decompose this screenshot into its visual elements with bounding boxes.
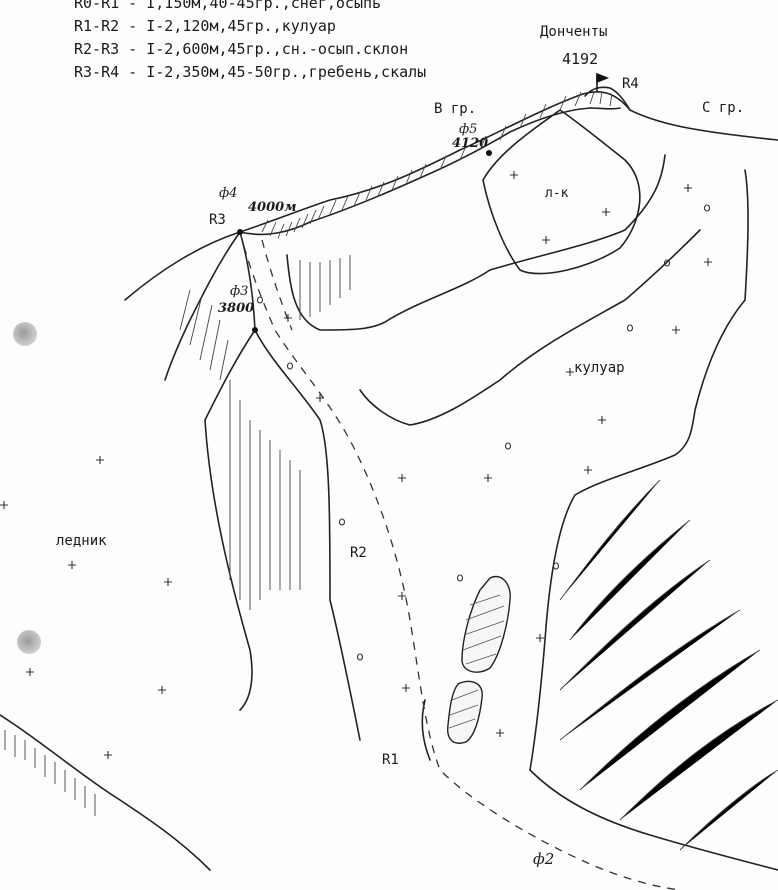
route-legend: R0-R1 - I,150м,40-45гр.,снег,осыпь R1-R2… (74, 0, 426, 84)
summit-bump (584, 86, 631, 111)
point-r2-label: R2 (350, 545, 367, 561)
summit-name: Донченты (540, 24, 608, 40)
summit-point-r4: R4 (622, 76, 639, 92)
rock-lower (447, 680, 483, 744)
point-r3-marker (237, 229, 243, 235)
height-3800: 3800 (218, 301, 255, 316)
photo-point-f5: ф5 (459, 122, 478, 137)
rock-upper (461, 575, 511, 673)
photo-point-f4: ф4 (219, 186, 238, 201)
legend-line-r1-r2: R1-R2 - I-2,120м,45гр.,кулуар (74, 17, 336, 35)
ice-snow-outline (482, 109, 641, 275)
summit-height: 4192 (562, 50, 599, 68)
summit-flag-icon (596, 72, 610, 92)
point-3800-marker (252, 327, 258, 333)
legend-line-r0-r1: R0-R1 - I,150м,40-45гр.,снег,осыпь (74, 0, 382, 12)
terrain-symbols (0, 171, 712, 759)
punch-hole-upper (13, 322, 37, 346)
route-dashed-line (239, 231, 681, 890)
east-ridge-label: В гр. (434, 101, 477, 117)
couloir-rocks (447, 575, 511, 744)
glacier-label: ледник (56, 533, 107, 549)
point-markers (237, 150, 492, 333)
glacier-edge (0, 714, 211, 871)
bottom-right-ridge (529, 769, 778, 871)
ice-snow-label: л-к (545, 186, 569, 201)
height-4000: 4000м (248, 200, 297, 215)
left-spur (164, 231, 241, 381)
punch-hole-lower (17, 630, 41, 654)
point-r1-label: R1 (382, 752, 399, 768)
legend-line-r2-r3: R2-R3 - I-2,600м,45гр.,сн.-осып.склон (74, 40, 409, 58)
couloir-lower-line (359, 229, 701, 426)
couloir-right-wall (421, 699, 431, 761)
point-4120-marker (486, 150, 492, 156)
ridge-hatching (4, 91, 778, 851)
couloir-label: кулуар (574, 360, 625, 376)
rock-hatching (448, 594, 505, 729)
north-ridge-label: С гр. (702, 100, 745, 116)
ridge-lower-edge (239, 107, 621, 236)
rock-buttress-left (204, 329, 256, 421)
photo-point-f2: ф2 (533, 850, 555, 868)
couloir-inner (286, 154, 666, 331)
photo-point-f3: ф3 (230, 284, 249, 299)
spur-to-3800 (239, 231, 256, 331)
height-4120: 4120 (452, 136, 489, 151)
couloir-left-wall (329, 599, 361, 741)
legend-line-r3-r4: R3-R4 - I-2,350м,45-50гр.,гребень,скалы (74, 63, 427, 81)
rock-buttress-right (254, 329, 331, 601)
point-r3-label: R3 (209, 212, 226, 228)
right-slope-edge (529, 169, 749, 771)
glacier-right-edge (204, 419, 253, 711)
